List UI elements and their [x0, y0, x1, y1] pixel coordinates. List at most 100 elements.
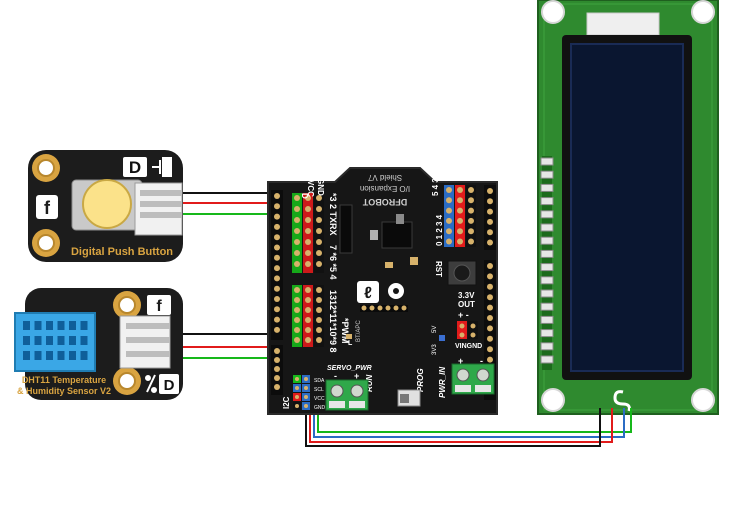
header-pin — [274, 244, 280, 251]
gvs-pin — [305, 239, 311, 245]
sensor-grille — [23, 321, 88, 360]
button-cap[interactable] — [82, 179, 132, 229]
grille-slot — [23, 321, 30, 330]
bt-pin — [361, 305, 367, 311]
label-prog: PROG — [416, 368, 425, 392]
gvs-pin — [294, 287, 300, 293]
shield-title-line1: I/O Expansion — [360, 184, 410, 193]
servo-pwr-terminal[interactable] — [325, 379, 369, 411]
mount-hole — [541, 388, 565, 412]
gvs-pin — [294, 327, 300, 333]
header-pin — [274, 223, 280, 230]
analog-pin — [446, 207, 452, 214]
gvs-pin — [316, 228, 322, 234]
mount-hole — [691, 0, 715, 24]
i2c-pin — [304, 377, 308, 381]
gvs-pin — [305, 327, 311, 333]
grille-slot — [57, 321, 65, 330]
analog-pin — [468, 197, 474, 204]
dfrobot-logo-icon — [357, 281, 379, 303]
mount-hole — [37, 159, 55, 177]
gvs-pin — [316, 195, 322, 201]
i2c-pin — [295, 377, 299, 381]
voltage-jumper[interactable] — [439, 335, 445, 341]
gvs-pin — [294, 206, 300, 212]
svg-text:-: - — [480, 356, 483, 366]
svg-text:ℓ: ℓ — [364, 285, 372, 302]
label-run: RUN — [365, 374, 374, 392]
header-pin — [487, 198, 493, 205]
gvs-pin — [294, 261, 300, 267]
lcd-logo — [613, 390, 631, 412]
label-d: D — [300, 193, 309, 199]
gvs-pin — [305, 307, 311, 313]
label-gnd: GND — [316, 178, 325, 196]
header-pin — [487, 304, 493, 311]
lcd-pin — [540, 249, 554, 258]
header-pin — [487, 346, 493, 353]
gvs-pin — [305, 228, 311, 234]
header-pin — [274, 285, 280, 292]
gvs-pin — [316, 250, 322, 256]
gvs-pin — [305, 206, 311, 212]
analog-pin — [446, 197, 452, 204]
header-pin — [487, 273, 493, 280]
dht11-module: f D DHT11 Temperature & Humidity Sensor … — [14, 288, 183, 400]
gvs-pin — [305, 317, 311, 323]
wire-red — [309, 398, 613, 443]
analog-pin — [468, 217, 474, 224]
header-pin — [487, 294, 493, 301]
label-plus-minus: + - — [458, 310, 469, 320]
analog-pin — [446, 238, 452, 245]
gvs-pin — [316, 287, 322, 293]
label-5v: 5V — [432, 326, 438, 333]
grille-slot — [80, 336, 88, 345]
gvs-pin — [316, 206, 322, 212]
gvs-pin — [305, 287, 311, 293]
header-pin — [487, 283, 493, 290]
analog-pin — [468, 228, 474, 235]
analog-pin — [446, 187, 452, 193]
header-pin — [487, 208, 493, 215]
header-pin — [487, 263, 493, 269]
lcd-pin-header — [542, 156, 552, 370]
lcd-pin — [540, 329, 554, 338]
lcd-pin — [540, 355, 554, 364]
gvs-pin — [316, 307, 322, 313]
lcd-screen — [571, 44, 683, 371]
analog-pin — [468, 238, 474, 245]
gvs-pin — [294, 250, 300, 256]
label-scl: SCL — [314, 387, 324, 393]
gvs-pin — [316, 327, 322, 333]
brand-name: DFROBOT — [362, 197, 407, 207]
header-pin — [274, 316, 280, 323]
bt-pin — [385, 305, 391, 311]
gvs-pin — [294, 337, 300, 343]
grille-slot — [34, 321, 42, 330]
temperature-icon — [145, 374, 157, 393]
lcd-pin — [540, 236, 554, 245]
header-pin — [274, 193, 280, 199]
header-pin — [274, 265, 280, 272]
module-title-line2: & Humidity Sensor V2 — [17, 386, 111, 396]
header-pin — [487, 239, 493, 246]
mount-hole — [37, 234, 55, 252]
lcd-pin — [540, 302, 554, 311]
header-pin — [274, 375, 280, 381]
reset-button[interactable] — [453, 264, 471, 282]
module-title-line1: DHT11 Temperature — [22, 375, 106, 385]
header-pin — [274, 234, 280, 241]
lcd-pin — [540, 315, 554, 324]
i2c-pin — [295, 395, 299, 399]
label-3v3-select: 3V3 — [432, 344, 438, 355]
svg-text:+: + — [458, 356, 463, 366]
gvs-pin — [316, 297, 322, 303]
i2c-pin — [295, 386, 299, 390]
lcd-module — [537, 0, 719, 415]
pwr-in-terminal[interactable] — [451, 363, 495, 395]
lcd-pin — [540, 289, 554, 298]
header-pin — [274, 213, 280, 220]
label-3v3: 3.3V — [458, 291, 475, 300]
svg-text:-: - — [334, 371, 337, 381]
i2c-pin — [304, 404, 308, 408]
